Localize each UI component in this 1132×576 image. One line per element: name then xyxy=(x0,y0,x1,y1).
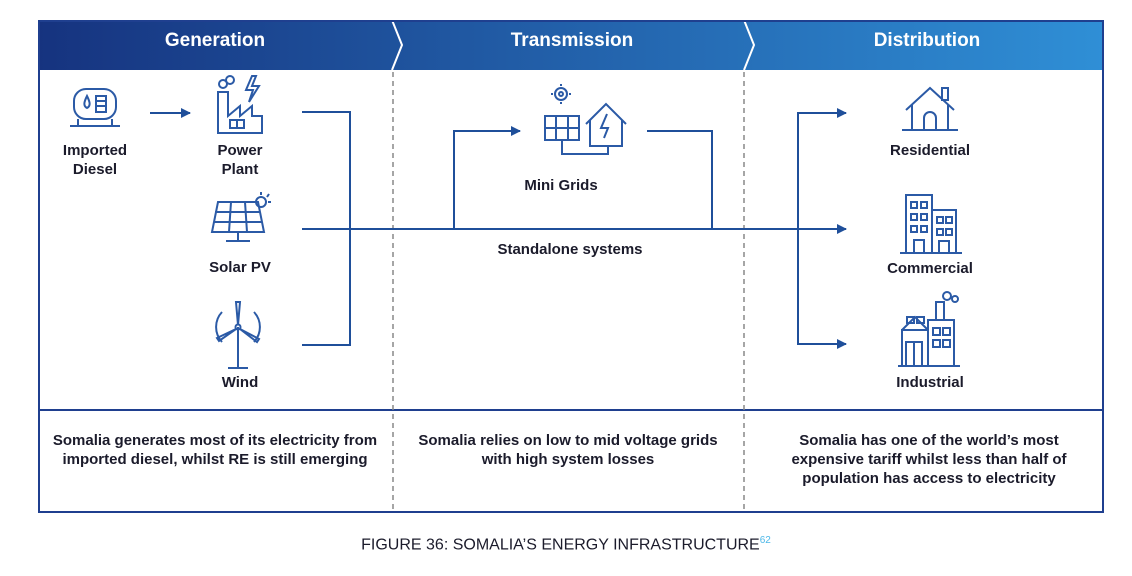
arrow-to-industrial xyxy=(797,229,847,349)
diagram-frame xyxy=(38,20,1104,513)
summary-distribution: Somalia has one of the world’s most expe… xyxy=(791,432,1067,487)
mini-grid-icon xyxy=(544,84,627,155)
summary-generation: Somalia generates most of its electricit… xyxy=(52,432,378,468)
commercial-building-icon xyxy=(900,194,962,254)
arrow-to-residential xyxy=(797,108,847,229)
figure-caption: FIGURE 36: SOMALIA’S ENERGY INFRASTRUCTU… xyxy=(0,535,1132,554)
header-chevron-2 xyxy=(743,19,756,71)
solar-panel-icon xyxy=(210,192,271,242)
summary-transmission: Somalia relies on low to mid voltage gri… xyxy=(418,432,718,468)
header-chevron-1 xyxy=(391,19,404,71)
label-standalone-systems: Standalone systems xyxy=(497,241,643,258)
diesel-tank-icon xyxy=(70,88,120,127)
house-icon xyxy=(902,86,958,131)
label-commercial: Commercial xyxy=(887,260,973,277)
header-generation: Generation xyxy=(164,30,266,51)
wind-turbine-icon xyxy=(215,301,261,369)
caption-reference: 62 xyxy=(759,535,771,546)
label-solar-pv: Solar PV xyxy=(209,259,271,276)
header-band xyxy=(38,19,1104,71)
flow-lines xyxy=(150,108,847,349)
arrow-to-mini-grids xyxy=(453,126,521,229)
mini-grids-return xyxy=(647,130,713,229)
caption-text: FIGURE 36: SOMALIA’S ENERGY INFRASTRUCTU… xyxy=(361,536,760,554)
label-wind: Wind xyxy=(221,374,259,391)
power-plant-icon xyxy=(217,75,263,134)
label-industrial: Industrial xyxy=(896,374,964,391)
label-mini-grids: Mini Grids xyxy=(524,177,598,194)
label-residential: Residential xyxy=(889,142,971,159)
label-power-plant: Power Plant xyxy=(217,142,263,178)
header-transmission: Transmission xyxy=(510,30,634,51)
label-imported-diesel: Imported Diesel xyxy=(62,142,128,178)
header-distribution: Distribution xyxy=(873,30,981,51)
factory-icon xyxy=(898,291,960,367)
